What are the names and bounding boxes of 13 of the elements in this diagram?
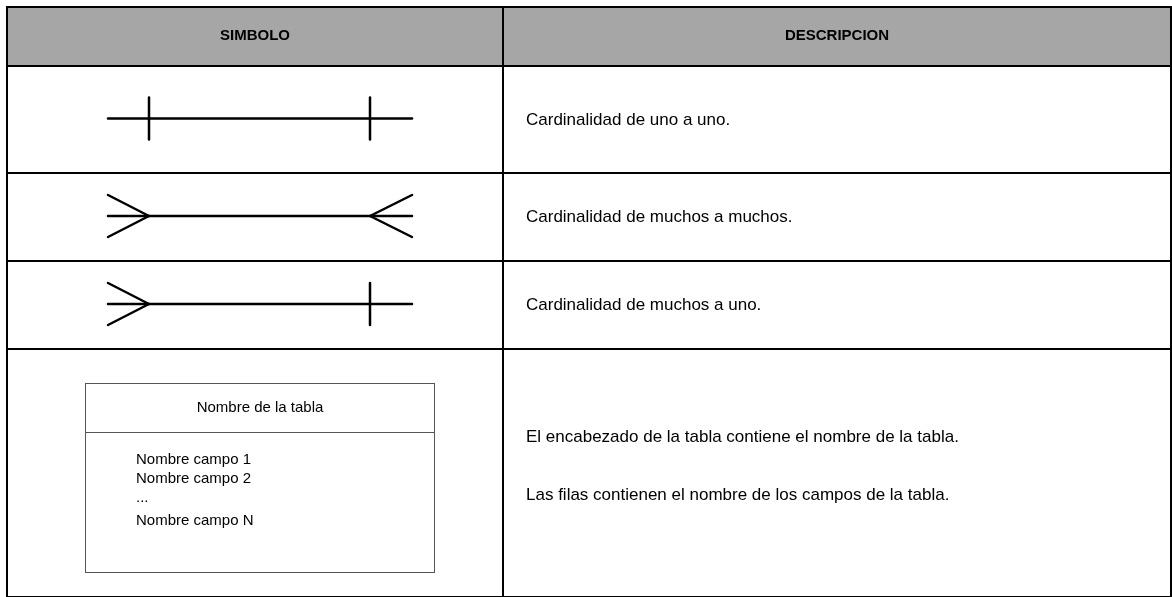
column-header: SIMBOLO xyxy=(219,25,291,45)
field-name-text: ... xyxy=(136,488,149,505)
description-text: El encabezado de la tabla contiene el nombre de la tabla. xyxy=(526,426,960,448)
table-name-text: Nombre de la tabla xyxy=(195,397,325,417)
field-name-text: Nombre campo 2 xyxy=(136,469,252,486)
description-text: Cardinalidad de uno a uno. xyxy=(526,108,732,131)
description-text: Cardinalidad de muchos a uno. xyxy=(526,294,763,316)
field-name-text: Nombre campo 1 xyxy=(136,450,252,467)
description-text: Cardinalidad de muchos a muchos. xyxy=(526,206,794,228)
description-text: Las filas contienen el nombre de los campos de la tabla. xyxy=(526,484,951,506)
field-name-text: Nombre campo N xyxy=(136,511,254,528)
table-entity-box xyxy=(85,383,435,573)
column-header: DESCRIPCION xyxy=(783,25,891,45)
